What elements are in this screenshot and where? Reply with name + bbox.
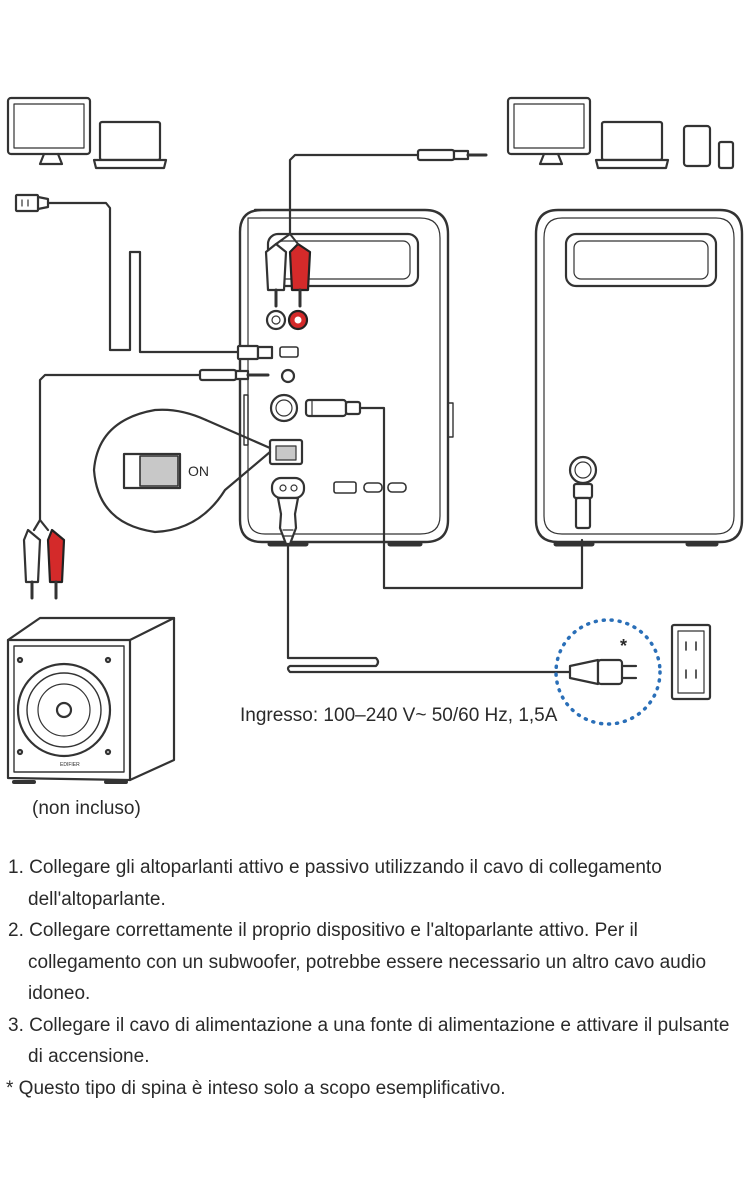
rca-plug-white xyxy=(264,242,288,308)
subwoofer-brand: EDIFIER xyxy=(60,762,80,768)
subwoofer xyxy=(6,616,176,784)
tablet-icon xyxy=(682,124,712,168)
aux-cable xyxy=(288,153,420,236)
step-text: Collegare gli altoparlanti attivo e pass… xyxy=(28,857,662,910)
usb-ports xyxy=(333,481,407,494)
power-cable xyxy=(286,542,572,674)
step-number: 1. xyxy=(8,857,24,878)
switch-on-label: ON xyxy=(188,463,209,479)
passive-speaker xyxy=(534,208,744,547)
speaker-link-plug xyxy=(304,398,362,418)
footnote-marker: * xyxy=(620,636,627,656)
rca-plug-red xyxy=(288,242,312,308)
connection-diagram: ON * Ingresso: 100–240 V~ 50/60 Hz, 1,5A… xyxy=(6,96,744,819)
usb-plug-icon xyxy=(14,193,50,213)
speaker-link-cable xyxy=(358,406,584,590)
power-plug-speaker xyxy=(276,496,300,546)
step-number: 3. xyxy=(8,1014,24,1036)
phone-icon xyxy=(717,140,735,170)
instructions-list: 1. Collegare gli altoparlanti attivo e p… xyxy=(6,852,746,1104)
instruction-step-2: 2. Collegare correttamente il proprio di… xyxy=(6,915,746,1010)
laptop-icon-right xyxy=(594,120,670,170)
step-text: Collegare il cavo di alimentazione a una… xyxy=(28,1014,730,1068)
aux-jack-icon xyxy=(416,148,488,162)
power-switch[interactable] xyxy=(268,438,304,466)
aux-plug-speaker xyxy=(198,368,296,384)
laptop-icon xyxy=(92,120,168,170)
step-text: Collegare correttamente il proprio dispo… xyxy=(28,920,707,1004)
rca-plugs-subwoofer xyxy=(22,528,66,600)
plug-highlight-circle xyxy=(554,618,662,726)
power-input-label: Ingresso: 100–240 V~ 50/60 Hz, 1,5A xyxy=(240,705,558,726)
rca-socket-red xyxy=(287,309,309,331)
usb-plug-speaker xyxy=(236,344,299,361)
desktop-monitor-icon xyxy=(6,96,92,166)
din-socket xyxy=(269,393,299,423)
ac-inlet xyxy=(270,476,306,500)
usb-cable xyxy=(46,201,240,354)
subwoofer-cable xyxy=(32,373,202,532)
instruction-step-1: 1. Collegare gli altoparlanti attivo e p… xyxy=(6,852,746,915)
step-number: 2. xyxy=(8,920,24,941)
instruction-step-3: 3. Collegare il cavo di alimentazione a … xyxy=(6,1010,746,1073)
desktop-monitor-icon-right xyxy=(506,96,592,166)
rca-socket-white xyxy=(265,309,287,331)
power-plug-icon xyxy=(568,658,638,686)
wall-outlet-icon xyxy=(670,623,712,701)
switch-callout xyxy=(92,408,272,534)
footnote: * Questo tipo di spina è inteso solo a s… xyxy=(6,1077,506,1099)
subwoofer-caption: (non incluso) xyxy=(32,798,141,819)
